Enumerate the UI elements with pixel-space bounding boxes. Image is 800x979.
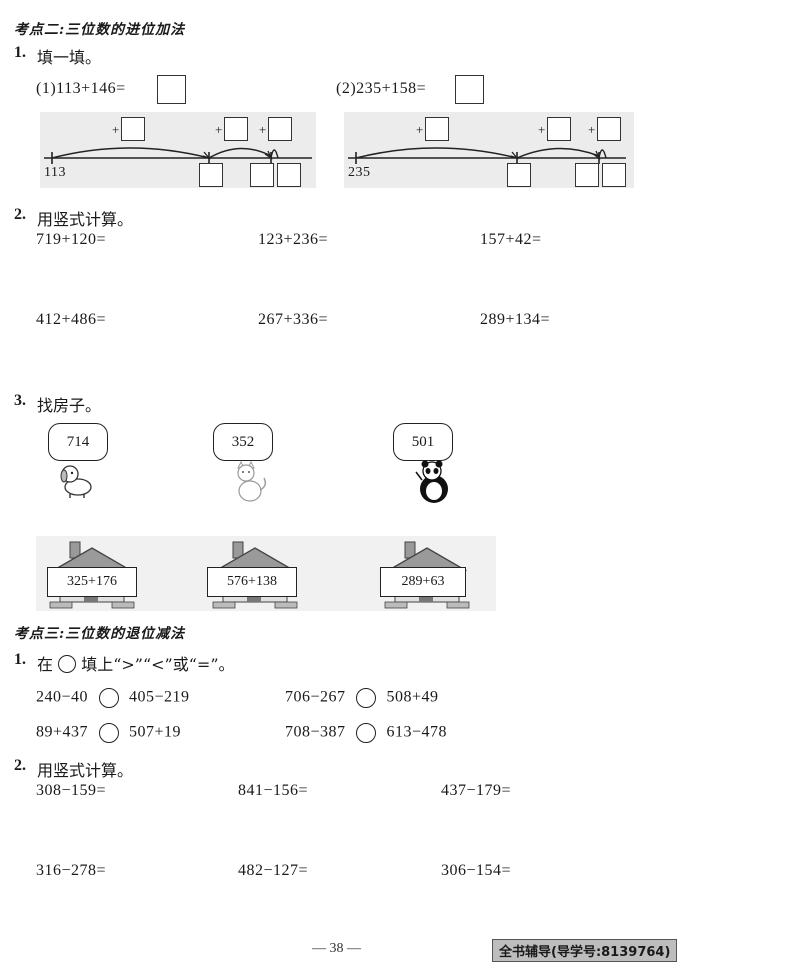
calc-expression: 412+486= <box>36 311 107 328</box>
answer-box[interactable] <box>277 163 301 187</box>
answer-box[interactable] <box>268 117 292 141</box>
answer-box[interactable] <box>597 117 621 141</box>
house-sign: 576+138 <box>207 567 297 597</box>
compare-left: 89+437 <box>36 723 89 741</box>
calc-expression: 316−278= <box>36 862 107 879</box>
compare-left: 708−387 <box>285 723 346 741</box>
plus-sign: + <box>538 122 546 137</box>
instruction-suffix: 填上“>”“<”或“=”。 <box>81 655 235 674</box>
compare-circle[interactable] <box>356 723 377 743</box>
footer-badge: 全书辅导(导学号:8139764) <box>492 939 678 962</box>
question-text: 填一填。 <box>37 48 102 67</box>
speech-bubble: 501 <box>393 423 453 461</box>
question-text: 找房子。 <box>37 396 102 415</box>
answer-box[interactable] <box>224 117 248 141</box>
compare-left: 240−40 <box>36 688 89 706</box>
calc-expression: 306−154= <box>441 862 512 879</box>
compare-circle[interactable] <box>356 688 377 708</box>
compare-right: 613−478 <box>386 723 448 741</box>
speech-bubble: 714 <box>48 423 108 461</box>
question-text: 用竖式计算。 <box>37 761 134 780</box>
compare-right: 507+19 <box>129 723 182 741</box>
answer-box[interactable] <box>157 75 186 104</box>
calc-expression: 719+120= <box>36 231 107 248</box>
calc-expression: 841−156= <box>238 782 309 799</box>
question-number: 2. <box>14 206 26 223</box>
instruction-prefix: 在 <box>37 655 54 674</box>
number-line-start-label: 113 <box>44 165 66 180</box>
question-number: 1. <box>14 44 26 61</box>
plus-sign: + <box>112 122 120 137</box>
calc-expression: 308−159= <box>36 782 107 799</box>
compare-circle[interactable] <box>98 688 119 708</box>
compare-left: 706−267 <box>285 688 346 706</box>
speech-bubble: 352 <box>213 423 273 461</box>
answer-box[interactable] <box>547 117 571 141</box>
plus-sign: + <box>259 122 267 137</box>
panda-icon <box>415 460 448 503</box>
calc-expression: 437−179= <box>441 782 512 799</box>
fill-item-1: (1)113+146= <box>36 80 126 97</box>
question-number: 3. <box>14 392 26 409</box>
compare-row: 708−387 613−478 <box>285 723 447 743</box>
calc-expression: 123+236= <box>258 231 329 248</box>
section-title: 考点二:三位数的进位加法 <box>14 22 186 38</box>
plus-sign: + <box>588 122 596 137</box>
calc-expression: 289+134= <box>480 311 551 328</box>
answer-box[interactable] <box>425 117 449 141</box>
compare-circle[interactable] <box>98 723 119 743</box>
number-line-2 <box>348 147 626 164</box>
answer-box[interactable] <box>199 163 223 187</box>
answer-box[interactable] <box>575 163 599 187</box>
answer-box[interactable] <box>602 163 626 187</box>
calc-expression: 482−127= <box>238 862 309 879</box>
number-line-1 <box>44 147 312 164</box>
page-number: — 38 — <box>312 941 361 956</box>
answer-box[interactable] <box>250 163 274 187</box>
question-text: 用竖式计算。 <box>37 210 134 229</box>
house-sign: 325+176 <box>47 567 137 597</box>
house-sign: 289+63 <box>380 567 466 597</box>
plus-sign: + <box>416 122 424 137</box>
cat-icon <box>237 460 267 502</box>
calc-expression: 157+42= <box>480 231 542 248</box>
compare-right: 508+49 <box>386 688 439 706</box>
circle-symbol <box>58 655 77 673</box>
number-line-start-label: 235 <box>348 165 371 180</box>
plus-sign: + <box>215 122 223 137</box>
compare-right: 405−219 <box>129 688 190 706</box>
question-instruction: 在 填上“>”“<”或“=”。 <box>37 651 235 675</box>
question-number: 2. <box>14 757 26 774</box>
compare-row: 706−267 508+49 <box>285 688 439 708</box>
compare-row: 240−40 405−219 <box>36 688 190 708</box>
question-number: 1. <box>14 651 26 668</box>
dog-icon <box>60 465 92 498</box>
calc-expression: 267+336= <box>258 311 329 328</box>
answer-box[interactable] <box>455 75 484 104</box>
section-title: 考点三:三位数的退位减法 <box>14 626 186 642</box>
compare-row: 89+437 507+19 <box>36 723 181 743</box>
answer-box[interactable] <box>507 163 531 187</box>
fill-item-2: (2)235+158= <box>336 80 427 97</box>
answer-box[interactable] <box>121 117 145 141</box>
